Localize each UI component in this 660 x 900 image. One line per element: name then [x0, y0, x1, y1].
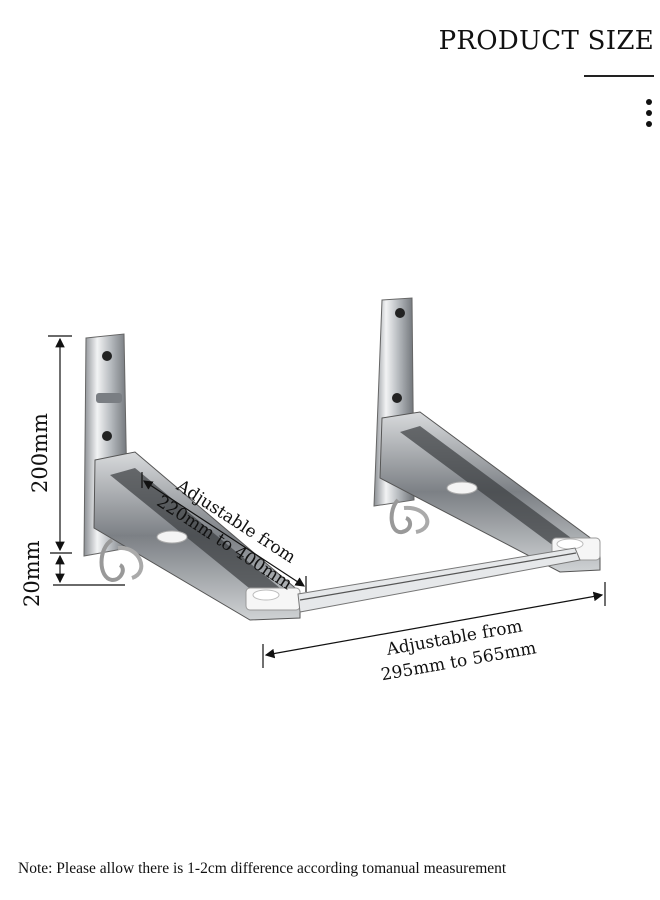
right-bracket — [373, 297, 601, 573]
title-underline — [584, 75, 654, 77]
dimension-height — [48, 335, 125, 586]
dimension-span — [262, 582, 606, 668]
dimension-arm — [141, 472, 307, 592]
hook-offset-label: 20mm — [20, 540, 44, 607]
cross-bar — [297, 547, 581, 613]
measurement-note: Note: Please allow there is 1-2cm differ… — [18, 860, 507, 877]
vertical-dots-icon[interactable] — [646, 99, 654, 132]
page-title: PRODUCT SIZE — [438, 26, 654, 56]
height-dimension-label: 200mm — [28, 413, 52, 493]
